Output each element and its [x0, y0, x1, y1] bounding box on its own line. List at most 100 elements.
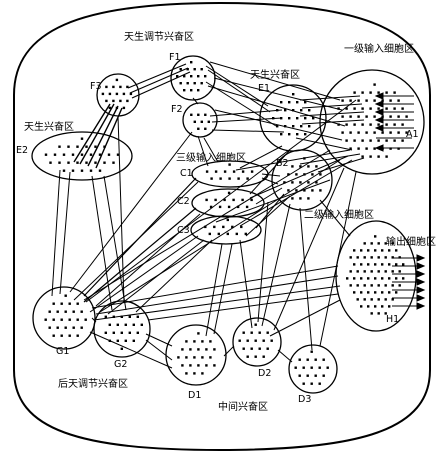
cell-dot-h1: [374, 249, 377, 252]
cell-dot-f3: [108, 92, 112, 96]
zone-label-secondary-input: 二级输入细胞区: [304, 208, 374, 221]
cell-dot-a1: [377, 155, 380, 158]
cell-dot-f2: [197, 127, 200, 130]
cell-dot-h1: [374, 305, 377, 308]
cell-dot-a1: [369, 91, 372, 94]
cell-dot-c1: [228, 163, 231, 166]
cell-group-d1: [165, 324, 227, 386]
cell-dot-d2: [266, 347, 269, 350]
cell-dot-d1: [201, 356, 204, 359]
cell-dot-g2: [120, 331, 123, 334]
cell-dot-d1: [209, 340, 212, 343]
cell-dot-f1: [183, 89, 186, 92]
cell-dot-g1: [60, 318, 63, 321]
output-arrow-head: [416, 262, 426, 270]
cell-dot-a1: [393, 139, 396, 142]
cell-dot-f3: [101, 92, 105, 96]
cell-dot-e1: [288, 133, 291, 136]
cell-dot-h1: [391, 256, 394, 259]
cell-dot-a1: [381, 99, 384, 102]
cell-dot-e1: [300, 109, 303, 112]
cell-dot-e1: [276, 109, 279, 112]
cell-dot-f1: [190, 61, 193, 64]
cell-groups: [31, 55, 425, 394]
cell-dot-h1: [360, 277, 363, 280]
cell-dot-a1: [341, 99, 344, 102]
cell-dot-h1: [367, 277, 370, 280]
cell-dot-g1: [48, 326, 51, 329]
cell-dot-d3: [298, 374, 301, 377]
cell-dot-h1: [377, 242, 380, 245]
cell-dot-h1: [363, 242, 366, 245]
cell-dot-b2: [295, 173, 298, 176]
cell-dot-f1: [176, 75, 179, 78]
cell-dot-e2: [98, 153, 102, 156]
connection-line: [261, 173, 281, 177]
cell-group-g2: [93, 300, 151, 358]
cell-dot-g2: [136, 315, 139, 318]
cell-dot-h1: [388, 263, 391, 266]
cell-dot-e1: [304, 101, 307, 104]
cell-dot-c3: [204, 225, 207, 229]
output-arrow-head: [416, 254, 426, 262]
connection-line: [127, 63, 187, 89]
connection-line: [239, 239, 253, 329]
cell-dot-b2: [303, 189, 306, 192]
cell-dot-h1: [356, 270, 359, 273]
cell-dot-a1: [369, 155, 372, 158]
cell-dot-a1: [353, 123, 356, 126]
connection-line: [51, 169, 61, 297]
cell-dot-f3: [112, 99, 115, 103]
connection-line: [295, 137, 353, 151]
connection-line: [299, 207, 313, 351]
zone-label-innate-excitatory-top: 天生兴奋区: [250, 68, 300, 81]
zone-label-tertiary-input: 三级输入细胞区: [176, 151, 246, 164]
cell-group-c2: [191, 188, 265, 218]
cell-group-h1: [335, 220, 417, 332]
cell-dot-a1: [365, 99, 368, 102]
output-arrow-head: [416, 302, 426, 310]
cell-dot-a1: [385, 91, 388, 94]
cell-dot-e1: [288, 117, 291, 120]
input-arrow-head: [374, 92, 384, 100]
cell-dot-d2: [254, 323, 257, 326]
cell-dot-g2: [124, 323, 127, 326]
cell-dot-a1: [405, 131, 408, 134]
cell-dot-h1: [395, 277, 398, 280]
connection-line: [255, 187, 283, 205]
output-arrow-head: [416, 270, 426, 278]
cell-dot-e1: [284, 109, 287, 112]
connection-line: [205, 243, 223, 337]
connection-line: [95, 275, 339, 315]
cell-dot-c1: [214, 170, 218, 173]
cell-dot-h1: [384, 242, 387, 245]
cell-dot-a1: [345, 123, 348, 126]
cell-dot-d2: [242, 331, 245, 334]
cell-dot-f1: [190, 75, 193, 78]
cell-dot-h1: [391, 242, 394, 245]
cell-dot-h1: [384, 312, 387, 315]
connection-line: [73, 181, 199, 301]
cell-dot-f2: [204, 113, 207, 116]
cell-dot-h1: [360, 263, 363, 266]
cell-dot-a1: [401, 107, 404, 110]
zone-label-intermediate: 中间兴奋区: [218, 400, 268, 413]
cell-dot-g2: [108, 339, 111, 342]
cell-dot-a1: [401, 123, 404, 126]
cell-dot-f1: [186, 82, 189, 85]
cell-dot-h1: [388, 305, 391, 308]
output-arrow-head: [416, 286, 426, 294]
input-arrow-head: [374, 144, 384, 152]
cell-dot-e2: [71, 153, 75, 156]
cell-dot-g2: [116, 323, 119, 326]
cell-dot-g2: [124, 339, 127, 342]
node-label-f3: F3: [90, 81, 102, 92]
cell-dot-h1: [353, 263, 356, 266]
cell-dot-d3: [318, 382, 321, 385]
cell-dot-e1: [304, 133, 307, 136]
cell-dot-d1: [205, 348, 208, 351]
cell-dot-a1: [385, 123, 388, 126]
cell-dot-a1: [385, 139, 388, 142]
cell-dot-f1: [183, 75, 186, 78]
cell-dot-b2: [307, 197, 310, 200]
